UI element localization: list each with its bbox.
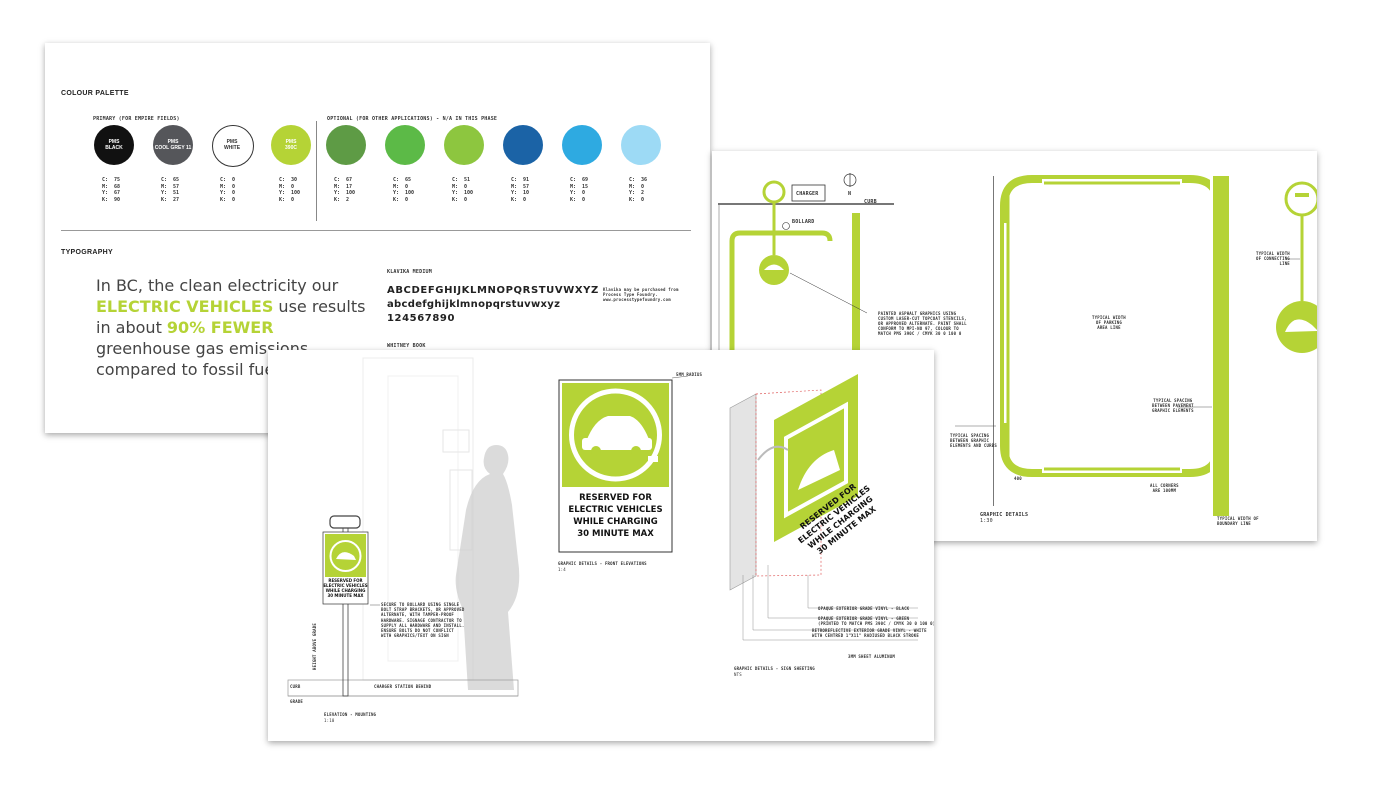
bollard-sign [322,515,369,697]
height-label: HEIGHT ABOVE GRADE [312,623,317,670]
sign-line-3: WHILE CHARGING [573,517,658,527]
palette-divider [316,121,317,221]
width-parking-note: TYPICAL WIDTH OF PARKING AREA LINE [1092,315,1126,330]
optional-cmyk-values: C: 69 M: 15 Y: 0 K: 0 [570,177,589,203]
font-note: Klavika may be purchased from Process Ty… [603,287,679,302]
signage-drawing [287,357,918,697]
primary-swatch [153,125,193,165]
front-scale: 1:4 [558,567,566,572]
graphic-details-label: GRAPHIC DETAILS [980,512,1029,518]
primary-swatch [212,125,254,167]
primary-swatch [271,125,311,165]
vinyl-white-note: RETROREFLECTIVE EXTERIOR GRADE VINYL - W… [812,628,927,638]
vinyl-black-note: OPAQUE EXTERIOR GRADE VINYL - BLACK [818,606,910,611]
optional-cmyk-values: C: 67 M: 17 Y: 100 K: 2 [334,177,356,203]
curb-label: CURB [290,684,301,689]
isometric-sign [729,374,918,641]
lead-text: use results in about [96,297,366,337]
optional-swatch [562,125,602,165]
person-silhouette [455,445,520,690]
lead-text: In BC, the clean electricity our [96,276,339,295]
sign-line-4: 30 MINUTE MAX [577,529,654,539]
primary-swatch-label: PMS BLACK [105,139,123,151]
corners-note: ALL CORNERS ARE 100MM [1150,483,1179,493]
front-caption: GRAPHIC DETAILS - FRONT ELEVATIONS [558,561,647,566]
painted-note: PAINTED ASPHALT GRAPHICS USING CUSTOM LA… [878,311,967,336]
sign-line-2: ELECTRIC VEHICLES [568,505,663,515]
radius-note: 5MM RADIUS [676,372,703,377]
primary-heading: PRIMARY (FOR EMPIRE FIELDS) [93,116,180,122]
typography-heading: TYPOGRAPHY [61,249,114,256]
spacing-pavement-note: TYPICAL SPACING BETWEEN PAVEMENT GRAPHIC… [1152,398,1194,413]
boundary-note: TYPICAL WIDTH OF BOUNDARY LINE [1217,516,1259,526]
colour-palette-heading: COLOUR PALETTE [61,90,129,97]
bollard-sign-text: RESERVED FOR ELECTRIC VEHICLES WHILE CHA… [323,578,368,598]
optional-cmyk-values: C: 91 M: 57 Y: 10 K: 0 [511,177,530,203]
font1-digits: 124567890 [387,313,456,324]
section-divider [61,230,691,231]
elevation-caption: ELEVATION - MOUNTING [324,712,377,717]
dimension-400: 400 [1014,476,1022,481]
spacing-curbs-note: TYPICAL SPACING BETWEEN GRAPHIC ELEMENTS… [950,433,997,448]
font2-name: WHITNEY BOOK [387,343,426,349]
primary-swatch [94,125,134,165]
parking-outline [993,175,1229,516]
width-connecting-note: TYPICAL WIDTH OF CONNECTING LINE [1256,251,1290,266]
primary-cmyk-values: C: 65 M: 57 Y: 51 K: 27 [161,177,180,203]
optional-swatch [621,125,661,165]
primary-swatch-label: PMS 390C [285,139,297,151]
charger-label: CHARGER [796,191,819,197]
lead-highlight-ev: ELECTRIC VEHICLES [96,297,274,316]
graphic-scale: 1:30 [980,518,993,524]
primary-swatch-label: PMS WHITE [223,139,241,151]
bollard-note: SECURE TO BOLLARD USING SINGLE BOLT STRA… [381,602,465,639]
primary-cmyk-values: C: 0 M: 0 Y: 0 K: 0 [220,177,236,203]
elevation-scale: 1:10 [324,718,335,723]
north-label: N [848,191,852,197]
aluminum-note: 3MM SHEET ALUMINUM [848,654,895,659]
sheet-pavement-graphics: CHARGER N CURB BOLLARD PAINTED ASPHALT G… [712,151,1317,541]
primary-cmyk-values: C: 30 M: 0 Y: 100 K: 0 [279,177,301,203]
optional-swatch [503,125,543,165]
optional-swatch [444,125,484,165]
lead-highlight-fewer: 90% FEWER [166,318,274,337]
optional-cmyk-values: C: 65 M: 0 Y: 100 K: 0 [393,177,415,203]
primary-swatch-label: PMS COOL GREY 11 [154,139,192,151]
grade-label: GRADE [290,699,304,704]
optional-swatch [385,125,425,165]
optional-cmyk-values: C: 51 M: 0 Y: 100 K: 0 [452,177,474,203]
charger-symbol [1276,181,1317,353]
sheeting-scale: NTS [734,672,742,677]
optional-heading: OPTIONAL (FOR OTHER APPLICATIONS) - N/A … [327,116,498,122]
font1-uppercase: ABCDEFGHIJKLMNOPQRSTUVWXYZ [387,285,599,296]
front-elevation-sign [558,375,689,553]
optional-swatch [326,125,366,165]
sheet-signage: RESERVED FOR ELECTRIC VEHICLES WHILE CHA… [268,350,934,741]
curb-label: CURB [864,199,877,205]
bollard-label: BOLLARD [792,219,815,225]
sheeting-caption: GRAPHIC DETAILS - SIGN SHEETING [734,666,815,671]
optional-cmyk-values: C: 36 M: 0 Y: 2 K: 0 [629,177,648,203]
font1-name: KLAVIKA MEDIUM [387,269,432,275]
charger-behind-label: CHARGER STATION BEHIND [374,684,432,689]
primary-cmyk-values: C: 75 M: 68 Y: 67 K: 90 [102,177,121,203]
font1-lowercase: abcdefghijklmnopqrstuvwxyz [387,299,561,310]
vinyl-green-note: OPAQUE EXTERIOR GRADE VINYL - GREEN (PRI… [818,616,934,626]
sign-line-1: RESERVED FOR [579,493,652,503]
